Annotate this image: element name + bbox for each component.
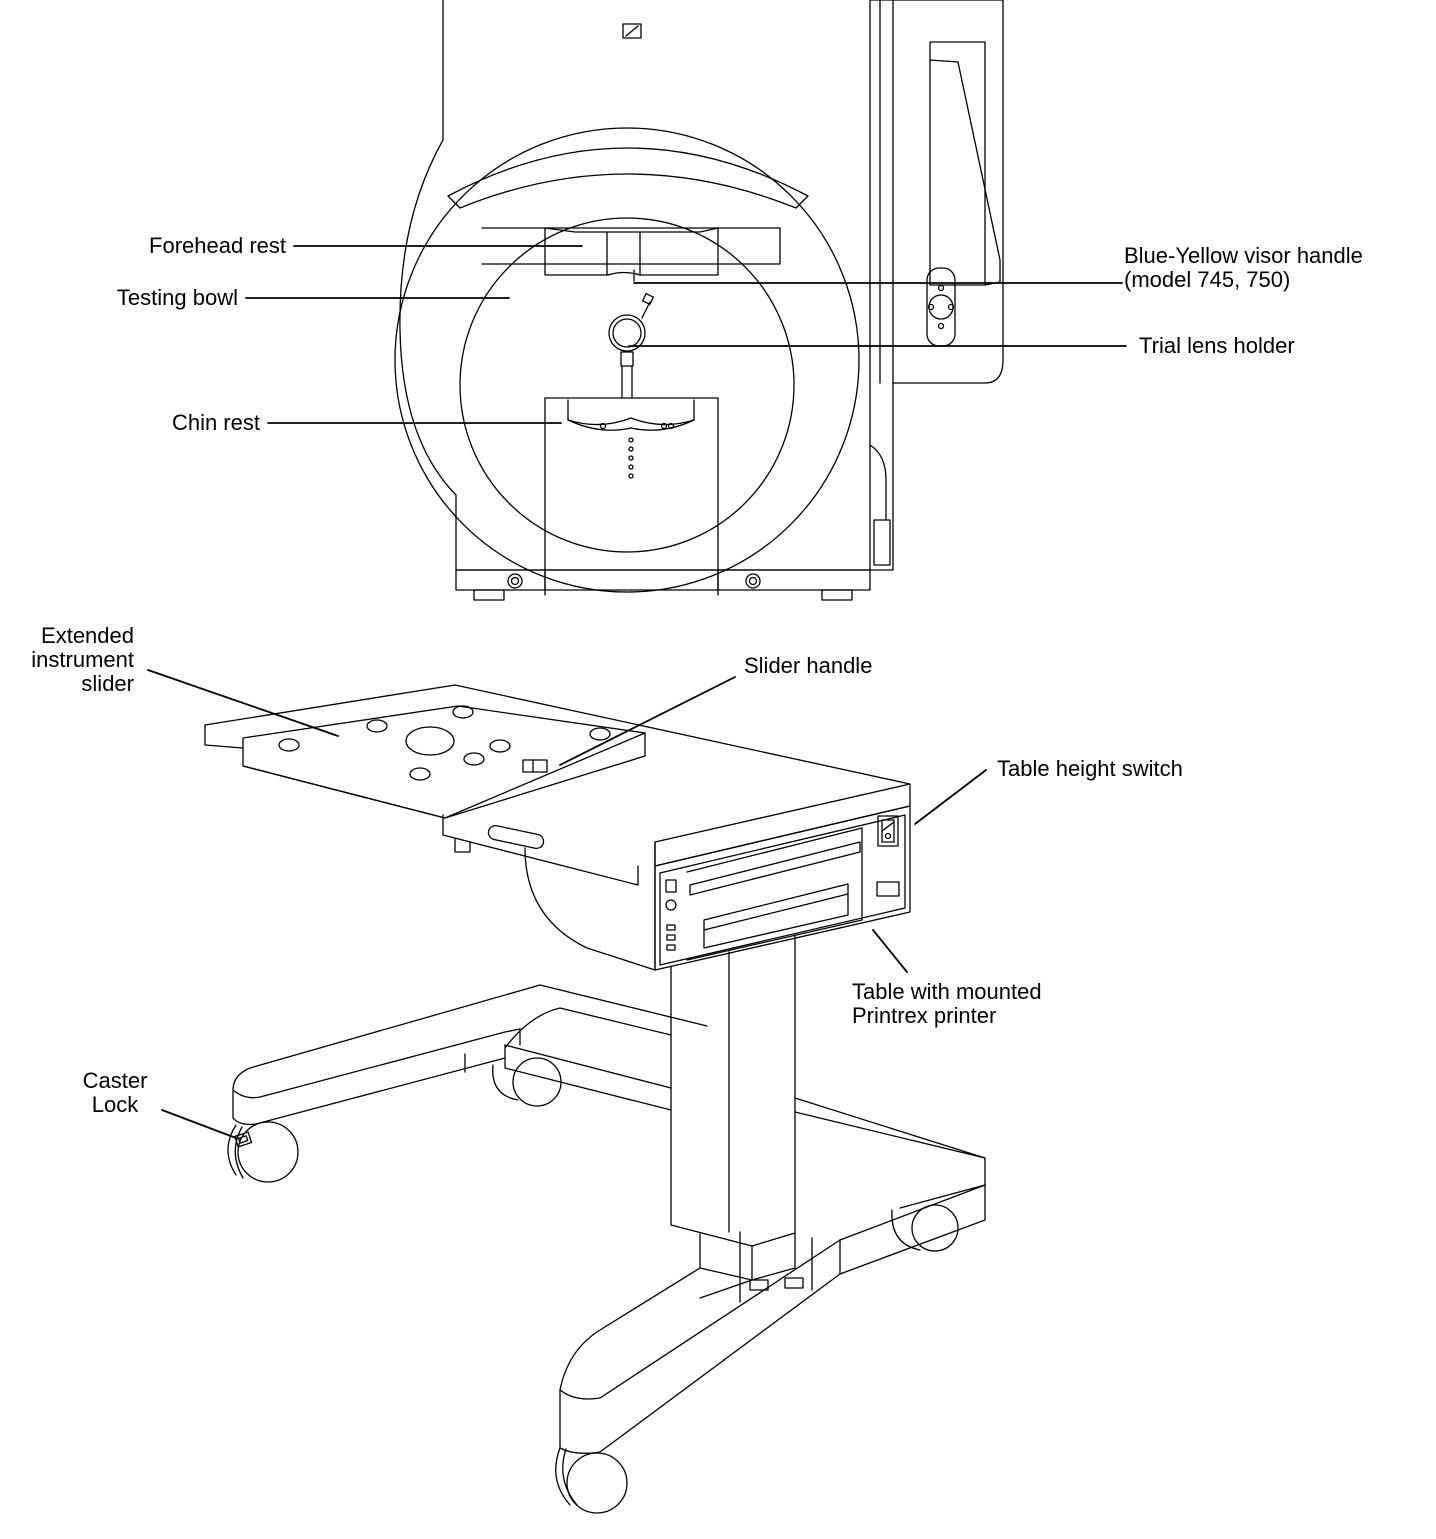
leader-caster-lock	[161, 1109, 237, 1139]
instrument-table	[204, 684, 986, 1514]
visor-knob-icon	[926, 267, 956, 347]
leader-table-height-switch	[914, 769, 987, 825]
leader-lines	[147, 245, 1127, 1139]
label-forehead-rest: Forehead rest	[149, 233, 286, 258]
printrex-printer	[524, 805, 911, 971]
caster-lock-icon	[234, 1131, 253, 1148]
table-base	[232, 984, 986, 1454]
caster-wheel-left	[237, 1121, 299, 1183]
leader-slider-handle	[559, 676, 736, 766]
trial-lens-holder	[608, 293, 654, 399]
label-chin-rest: Chin rest	[171, 410, 260, 435]
leader-table-printer	[872, 929, 908, 973]
label-testing-bowl: Testing bowl	[116, 285, 238, 310]
forehead-rest	[481, 227, 781, 282]
visor-arc	[447, 147, 809, 209]
instrument-side-panel	[869, 0, 1004, 571]
perimeter-instrument	[394, 0, 1004, 601]
slider-handle	[522, 759, 548, 773]
leader-extended-slider	[147, 669, 339, 737]
label-trial-lens-holder: Trial lens holder	[1139, 333, 1295, 358]
table-column	[670, 934, 796, 1281]
chin-rest	[544, 397, 719, 596]
label-table-height-switch: Table height switch	[997, 756, 1183, 781]
table-height-switch-icon	[877, 815, 899, 847]
label-visor-handle: Blue-Yellow visor handle (model 745, 750…	[1124, 243, 1363, 292]
label-caster-lock: Caster Lock	[82, 1068, 148, 1117]
label-slider-handle: Slider handle	[744, 653, 873, 678]
label-table-printer: Table with mounted Printrex printer	[852, 979, 1042, 1028]
label-extended-slider: Extended instrument slider	[31, 623, 134, 696]
casters	[227, 1057, 959, 1514]
extended-instrument-slider	[242, 705, 646, 819]
testing-bowl-outer	[394, 127, 860, 593]
instrument-housing	[399, 0, 871, 571]
instrument-base	[455, 569, 871, 601]
zeiss-logo-icon	[622, 23, 642, 39]
testing-bowl-inner	[459, 217, 795, 553]
